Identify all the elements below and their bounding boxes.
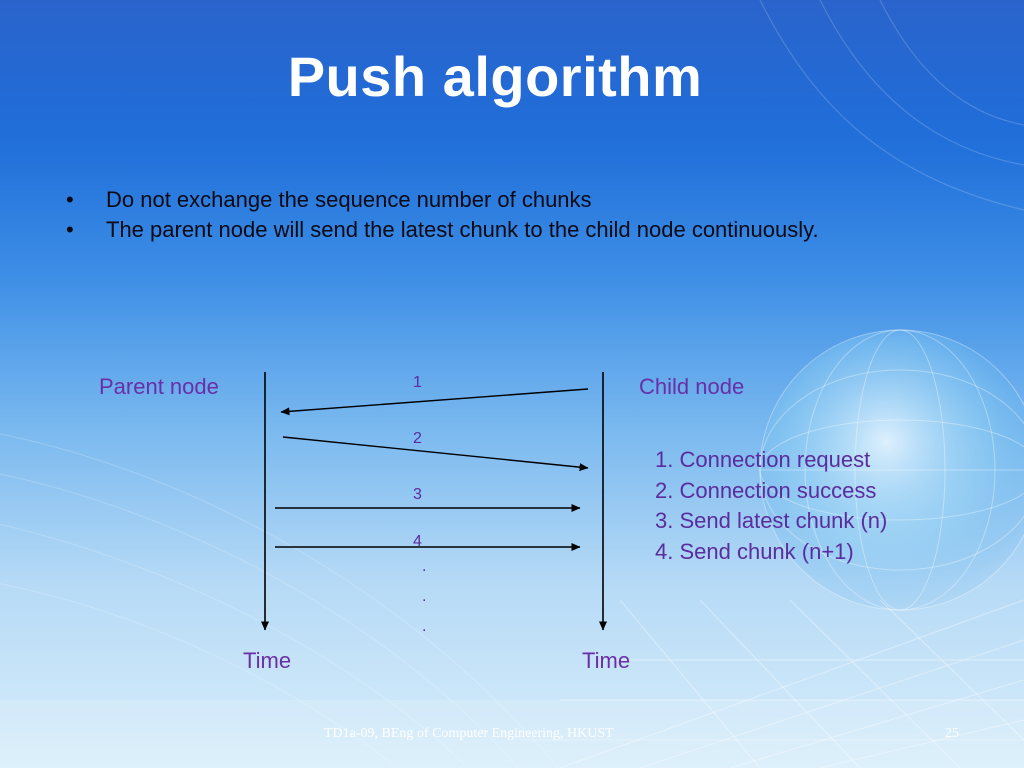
legend-item: 4. Send chunk (n+1) (655, 538, 854, 564)
message-number-2: 2 (413, 430, 422, 447)
bullet-marker: • (66, 217, 74, 242)
message-legend: 1. Connection request 2. Connection succ… (655, 445, 887, 567)
bullet-marker: • (66, 187, 74, 212)
message-arrow-1 (280, 388, 589, 416)
bullet-text: The parent node will send the latest chu… (106, 217, 819, 242)
parent-time-label: Time (243, 648, 292, 673)
child-node-label: Child node (639, 374, 745, 399)
legend-item: 2. Connection success (655, 477, 877, 503)
bullet-list: • Do not exchange the sequence number of… (62, 185, 819, 245)
message-number-4: 4 (413, 533, 422, 550)
page-number: 25 (945, 726, 959, 741)
message-number-1: 1 (413, 374, 422, 391)
continuation-dot: . (422, 558, 427, 575)
parent-node-label: Parent node (99, 374, 219, 399)
child-time-label: Time (582, 648, 631, 673)
bullet-item: • The parent node will send the latest c… (62, 215, 819, 245)
bullet-item: • Do not exchange the sequence number of… (62, 185, 819, 215)
message-arrow-2 (282, 436, 589, 472)
continuation-dot: . (422, 618, 427, 635)
slide-title: Push algorithm (287, 45, 703, 108)
bullet-text: Do not exchange the sequence number of c… (106, 187, 592, 212)
continuation-dot: . (422, 588, 427, 605)
legend-item: 1. Connection request (655, 447, 871, 472)
message-number-3: 3 (413, 486, 422, 503)
footer-text: TD1a-09, BEng of Computer Engineering, H… (324, 726, 614, 741)
legend-item: 3. Send latest chunk (n) (655, 508, 888, 533)
